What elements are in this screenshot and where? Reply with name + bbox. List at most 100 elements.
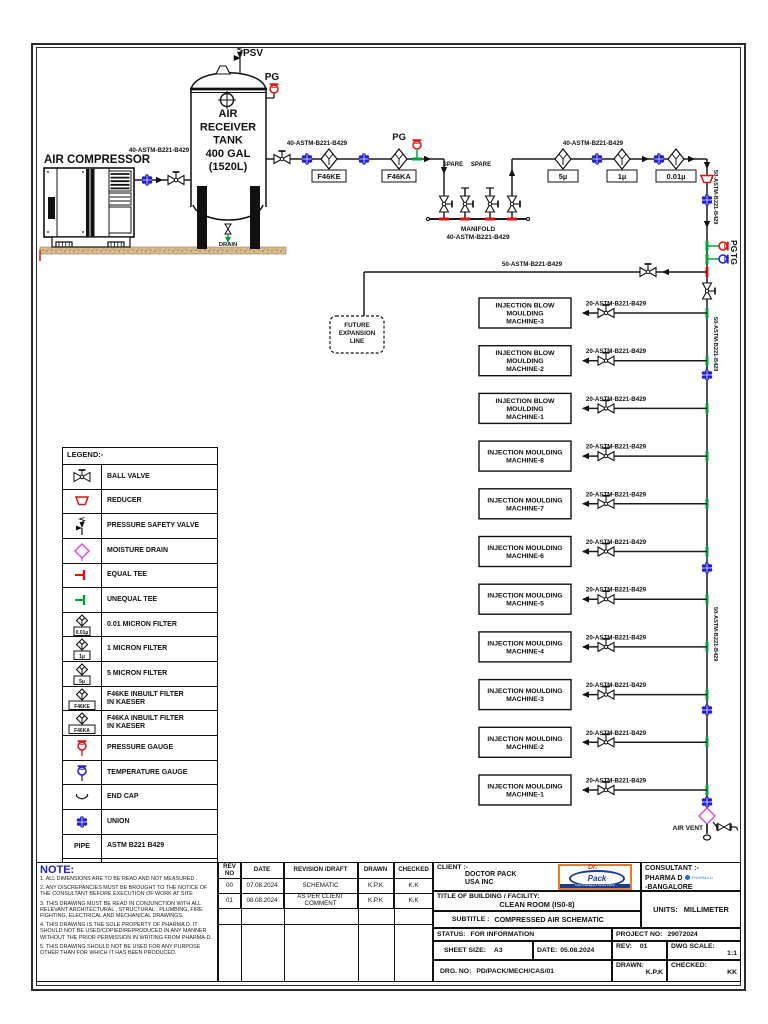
legend-row: REDUCER	[63, 489, 217, 515]
air-compressor: AIR COMPRESSOR	[43, 154, 151, 248]
note-item: 4. THIS DRAWING IS THE SOLE PROPERTY OF …	[40, 922, 213, 941]
drpack-logo: Pack Dr. Perfect Packaging & Service Par…	[558, 864, 632, 890]
notes-block: NOTE: 1. ALL DIMENSIONS ARE TO BE READ A…	[36, 862, 218, 982]
pipe-label: PIPE	[74, 842, 90, 850]
rev-table-cell: 07.08.2024	[241, 879, 284, 894]
pipe20-label: 20-ASTM-B221-B429	[586, 491, 647, 498]
client-name: DOCTOR PACK	[465, 871, 517, 878]
pipe50-label: 50-ASTM-B221-B429	[712, 317, 718, 371]
drain-label: DRAIN	[219, 242, 237, 248]
client-name2: USA INC	[465, 879, 494, 886]
rev-cell: REV: 01	[612, 941, 667, 960]
pipe20-label: 20-ASTM-B221-B429	[586, 301, 647, 308]
pipe20-label: 20-ASTM-B221-B429	[586, 730, 647, 737]
pg-label: PG	[265, 72, 280, 83]
pipe50-label: 50-ASTM-B221-B429	[712, 607, 718, 661]
rev-table-header: REVISION /DRAFT	[284, 863, 358, 879]
future-expansion-label: FUTURE	[344, 322, 370, 329]
machine-label: MOULDING	[506, 358, 543, 365]
scale-value: 1:1	[727, 950, 737, 957]
machine-label: MACHINE-6	[506, 553, 544, 560]
drpack-logo-dr: Dr.	[588, 864, 598, 871]
machine-label: INJECTION MOULDING	[487, 784, 562, 791]
machine-label: INJECTION MOULDING	[487, 545, 562, 552]
svg-text:5µ: 5µ	[79, 679, 85, 685]
drg-no-label: DRG. NO:	[440, 967, 472, 975]
machine-label: MOULDING	[506, 311, 543, 318]
facility-cell: TITLE OF BUILDING / FACILITY: CLEAN ROOM…	[433, 891, 641, 911]
legend-symbol-cell: PIPE	[63, 834, 102, 859]
machine-label: MACHINE-3	[506, 696, 544, 703]
rev-table-cell: K.K	[394, 894, 434, 909]
checked-value: KK	[727, 969, 737, 976]
equal-tee-icon	[75, 570, 86, 581]
legend-row: 1µ 1 MICRON FILTER	[63, 637, 217, 663]
filter-wide-icon: F46KA	[68, 712, 96, 735]
rev-table-cell: SCHEMATIC	[284, 879, 358, 894]
status-value: FOR INFORMATION	[470, 931, 535, 938]
rev-table-header: REV NO	[219, 863, 241, 879]
legend-row: UNION	[63, 809, 217, 835]
sheet-size-cell: SHEET SIZE: A3	[433, 941, 533, 960]
subtitle-value: COMPRESSED AIR SCHEMATIC	[494, 915, 604, 924]
svg-text:1µ: 1µ	[79, 654, 85, 660]
drawn-label: DRAWN:	[616, 962, 644, 969]
union-icon	[76, 816, 88, 828]
drg-no-cell: DRG. NO: PD/PACK/MECH/CAS/01	[433, 960, 612, 982]
legend-label: 1 MICRON FILTER	[107, 645, 168, 653]
pg-label: PG	[729, 240, 739, 253]
ground	[39, 246, 287, 261]
consultant-name2: -BANGALORE	[645, 884, 693, 891]
scale-cell: DWG SCALE: 1:1	[667, 941, 741, 960]
status-cell: STATUS: FOR INFORMATION	[433, 928, 612, 941]
note-item: 2. ANY DISCREPANCIES MUST BE BROUGHT TO …	[40, 885, 208, 898]
scale-label: DWG SCALE:	[671, 943, 715, 950]
checked-cell: CHECKED: KK	[667, 960, 741, 982]
legend-symbol-cell	[63, 514, 102, 538]
facility-value: CLEAN ROOM (IS0-8)	[499, 900, 575, 909]
machine-label: INJECTION MOULDING	[487, 497, 562, 504]
legend-symbol-cell: F46KE	[63, 686, 102, 711]
note-item: 1. ALL DIMENSIONS ARE TO BE READ AND NOT…	[40, 876, 198, 882]
air-vent-label: AIR VENT	[673, 825, 703, 832]
legend-symbol-cell	[63, 563, 102, 588]
legend-label: MOISTURE DRAIN	[107, 546, 169, 554]
machine-label: INJECTION MOULDING	[487, 736, 562, 743]
filter-tag: F46KA	[387, 172, 411, 181]
pipe40-label: 40-ASTM-B221-B429	[129, 147, 190, 154]
pipe50-label: 50-ASTM-B221-B429	[502, 261, 563, 268]
machine-label: INJECTION BLOW	[496, 398, 555, 405]
checked-label: CHECKED:	[671, 962, 707, 969]
drawn-value: K.P.K	[645, 969, 663, 976]
tg-label: TG	[729, 253, 739, 265]
pipe20-label: 20-ASTM-B221-B429	[586, 444, 647, 451]
legend-label: ASTM B221 B429	[107, 842, 165, 850]
date-cell: DATE: 05.08.2024	[533, 941, 612, 960]
tank-label: RECEIVER	[200, 121, 256, 133]
client-label: CLIENT :-	[437, 864, 468, 871]
tank-label: (1520L)	[209, 161, 248, 173]
drpack-logo-tagline: Perfect Packaging & Service Partner	[560, 884, 630, 888]
legend-symbol-cell	[63, 809, 102, 834]
legend-symbol-cell	[63, 538, 102, 563]
pipe50-label: 50-ASTM-B221-B429	[712, 170, 718, 224]
pipe20-label: 20-ASTM-B221-B429	[586, 348, 647, 355]
spare-label: SPARE	[471, 162, 491, 168]
rev-table-cell: AS PER CLIENT COMMENT	[284, 894, 358, 909]
legend-row: END CAP	[63, 785, 217, 810]
project-label: PROJECT NO:	[616, 931, 663, 938]
machine-label: INJECTION BLOW	[496, 303, 555, 310]
ball-valve-icon	[73, 468, 91, 483]
